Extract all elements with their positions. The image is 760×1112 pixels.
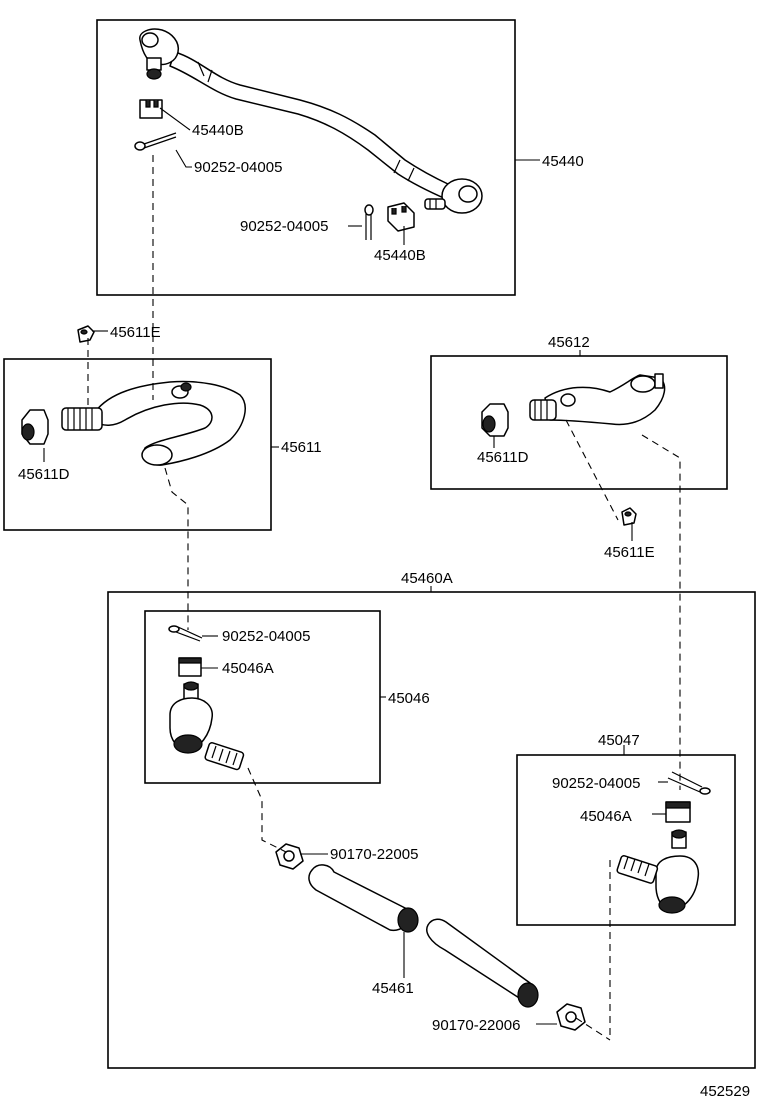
- callout-45611d-right: 45611D: [477, 449, 529, 466]
- diagram-id: 452529: [700, 1083, 750, 1100]
- clamp-nut-right: [556, 1003, 586, 1031]
- tie-rod-end-right-part: [616, 829, 700, 914]
- tie-rod-part: [139, 28, 483, 214]
- cotter-pin-end-right: [667, 771, 711, 795]
- assembly-box: [107, 591, 756, 1069]
- nut-45611e-left: [77, 325, 95, 343]
- cotter-pin-end-left: [168, 625, 203, 642]
- tube-part: [308, 864, 539, 1008]
- callout-45612: 45612: [548, 334, 590, 351]
- callout-45046a-left: 45046A: [222, 660, 274, 677]
- arm-left-box: [3, 358, 272, 531]
- callout-45047: 45047: [598, 732, 640, 749]
- callout-90170-22005: 90170-22005: [330, 846, 418, 863]
- castle-nut-end-left: [178, 657, 202, 677]
- castle-nut-upper: [139, 99, 163, 119]
- callout-90170-22006: 90170-22006: [432, 1017, 520, 1034]
- callout-45461: 45461: [372, 980, 414, 997]
- nut-45611e-right: [621, 507, 637, 526]
- callout-45046: 45046: [388, 690, 430, 707]
- callout-90252-04005-upper: 90252-04005: [194, 159, 282, 176]
- callout-45440b-lower: 45440B: [374, 247, 426, 264]
- dashed-lines: [87, 155, 681, 1041]
- callout-45440b-upper: 45440B: [192, 122, 244, 139]
- cotter-pin-lower: [364, 204, 374, 240]
- callout-45611e-right: 45611E: [604, 544, 655, 561]
- callout-45046a-right: 45046A: [580, 808, 632, 825]
- leader-lines: [43, 107, 668, 1025]
- tie-rod-end-left-part: [169, 681, 245, 771]
- callout-45611e-left: 45611E: [110, 324, 161, 341]
- bush-right: [481, 403, 509, 437]
- arm-left-part: [61, 380, 246, 466]
- clamp-nut-left: [275, 843, 304, 870]
- callout-45611: 45611: [281, 439, 322, 456]
- callout-90252-04005-end-left: 90252-04005: [222, 628, 310, 645]
- end-right-box: [516, 754, 736, 926]
- cotter-pin-upper: [134, 132, 177, 151]
- callout-45611d-left: 45611D: [18, 466, 70, 483]
- callout-45440: 45440: [542, 153, 584, 170]
- arm-right-box: [430, 355, 728, 490]
- callout-90252-04005-end-right: 90252-04005: [552, 775, 640, 792]
- castle-nut-end-right: [665, 801, 691, 823]
- callout-90252-04005-lower: 90252-04005: [240, 218, 328, 235]
- bush-left: [21, 409, 49, 445]
- tie-rod-box: [96, 19, 516, 296]
- castle-nut-lower: [387, 202, 415, 232]
- callout-45460a: 45460A: [401, 570, 453, 587]
- arm-right-part: [529, 373, 666, 426]
